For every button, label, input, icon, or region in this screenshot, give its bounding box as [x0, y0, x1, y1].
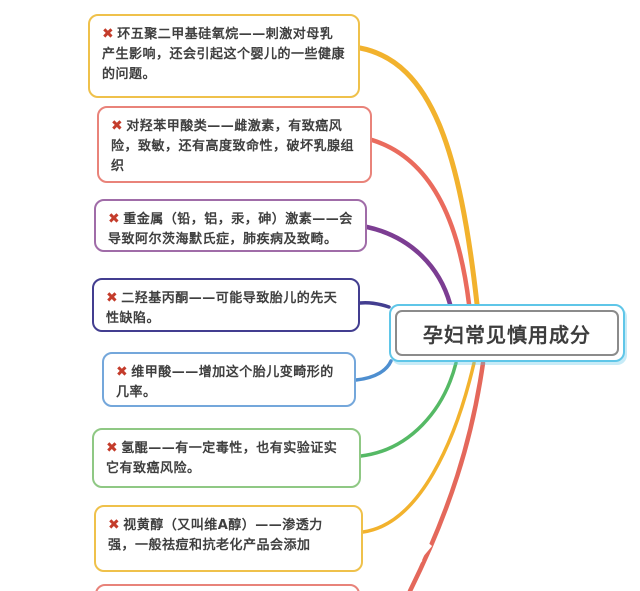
root-title: 孕妇常见慎用成分 [423, 322, 591, 347]
link-parabens [369, 137, 472, 307]
branch-node-heavy-metals[interactable]: ✖重金属（铅，铝，汞，砷）激素——会导致阿尔茨海默氏症，肺疾病及致畸。 [94, 199, 367, 252]
link-heavy-metals [364, 224, 453, 307]
branch-text: 视黄醇（又叫维A醇）——渗透力强，一般祛痘和抗老化产品会添加 [108, 518, 323, 553]
branch-node-retinoic-acid[interactable]: ✖维甲酸——增加这个胎儿变畸形的几率。 [102, 352, 356, 407]
branch-text: 重金属（铅，铝，汞，砷）激素——会导致阿尔茨海默氏症，肺疾病及致畸。 [108, 212, 353, 247]
branch-text: 环五聚二甲基硅氧烷——刺激对母乳产生影响，还会引起这个婴儿的一些健康的问题。 [102, 27, 346, 82]
branch-node-cyclopentasiloxane[interactable]: ✖环五聚二甲基硅氧烷——刺激对母乳产生影响，还会引起这个婴儿的一些健康的问题。 [88, 14, 360, 98]
link-retinol [361, 361, 476, 534]
link-retinoic-acid [354, 359, 393, 382]
cross-mark-icon: ✖ [106, 290, 119, 306]
branch-text: 对羟苯甲酸类——雌激素，有致癌风险，致敏，还有高度致命性，破坏乳腺组织 [111, 119, 355, 174]
cross-mark-icon: ✖ [108, 517, 121, 533]
root-node[interactable]: 孕妇常见慎用成分 [389, 304, 625, 362]
link-truncated-bottom [407, 360, 486, 591]
branch-node-dihydroxyacetone[interactable]: ✖二羟基丙酮——可能导致胎儿的先天性缺陷。 [92, 278, 360, 332]
branch-text: 二羟基丙酮——可能导致胎儿的先天性缺陷。 [106, 291, 338, 326]
branch-node-retinol[interactable]: ✖视黄醇（又叫维A醇）——渗透力强，一般祛痘和抗老化产品会添加 [94, 505, 363, 572]
root-node-inner-frame: 孕妇常见慎用成分 [395, 310, 619, 356]
link-hydroquinone [359, 361, 458, 458]
cross-mark-icon: ✖ [106, 440, 119, 456]
cross-mark-icon: ✖ [111, 118, 124, 134]
branch-node-parabens[interactable]: ✖对羟苯甲酸类——雌激素，有致癌风险，致敏，还有高度致命性，破坏乳腺组织 [97, 106, 372, 183]
link-dihydroxyacetone [358, 301, 391, 309]
branch-text: 氢醌——有一定毒性，也有实验证实它有致癌风险。 [106, 441, 338, 476]
cross-mark-icon: ✖ [116, 364, 129, 380]
link-cyclopentasiloxane [357, 45, 480, 307]
cross-mark-icon: ✖ [102, 26, 115, 42]
branch-node-hydroquinone[interactable]: ✖氢醌——有一定毒性，也有实验证实它有致癌风险。 [92, 428, 361, 488]
branch-node-truncated-bottom[interactable] [95, 584, 360, 591]
branch-text: 维甲酸——增加这个胎儿变畸形的几率。 [116, 365, 334, 400]
watermark-slash [417, 542, 433, 560]
cross-mark-icon: ✖ [108, 211, 121, 227]
watermark-slash [408, 557, 423, 573]
